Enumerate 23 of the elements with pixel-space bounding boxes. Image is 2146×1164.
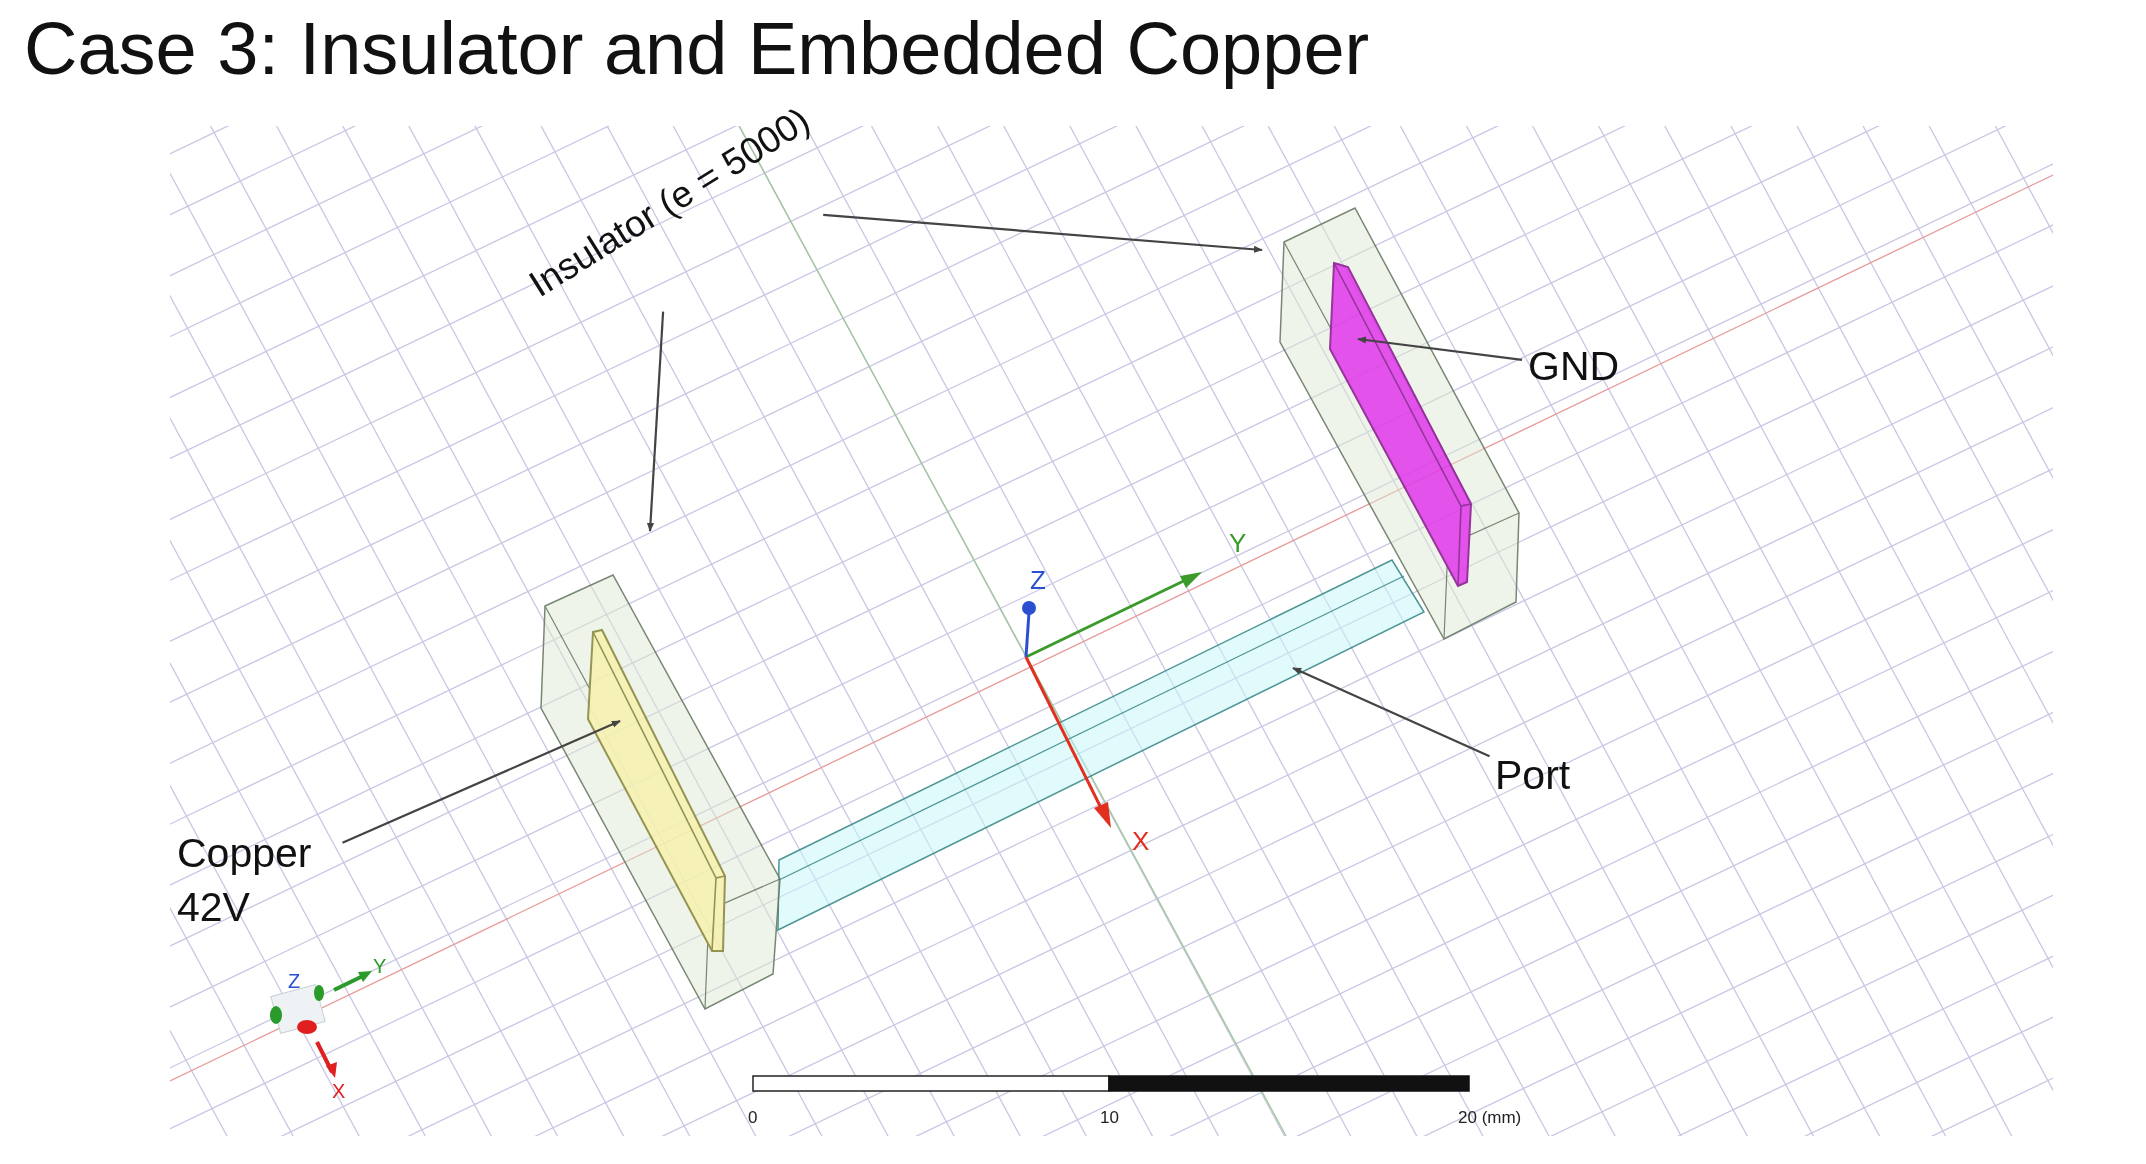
insulator-block <box>540 574 781 1010</box>
scale-tick-label: 0 <box>748 1108 758 1128</box>
scale-tick-label: 20 (mm) <box>1458 1108 1522 1128</box>
title: Case 3: Insulator and Embedded Copper <box>24 6 1370 91</box>
callout-label: Port <box>1495 752 1571 799</box>
arrow <box>823 213 1263 253</box>
axis-label: Y <box>373 955 387 978</box>
axis-label: X <box>1132 826 1150 857</box>
arrow <box>1357 336 1523 362</box>
port-slab <box>777 559 1426 932</box>
ground-plate <box>1329 261 1472 588</box>
scale-tick-label: 10 <box>1100 1108 1119 1128</box>
arrow <box>1292 667 1490 758</box>
axis-label: Y <box>1229 528 1247 559</box>
callout-label: Copper 42V <box>177 826 337 935</box>
axis-label: Z <box>1030 565 1046 596</box>
callout-label: GND <box>1528 343 1620 390</box>
axis-label: X <box>332 1080 346 1103</box>
arrow <box>646 311 665 532</box>
copper-plate <box>587 628 726 952</box>
arrow <box>342 720 621 844</box>
axis-label: Z <box>288 970 301 993</box>
insulator-block <box>1279 207 1520 640</box>
